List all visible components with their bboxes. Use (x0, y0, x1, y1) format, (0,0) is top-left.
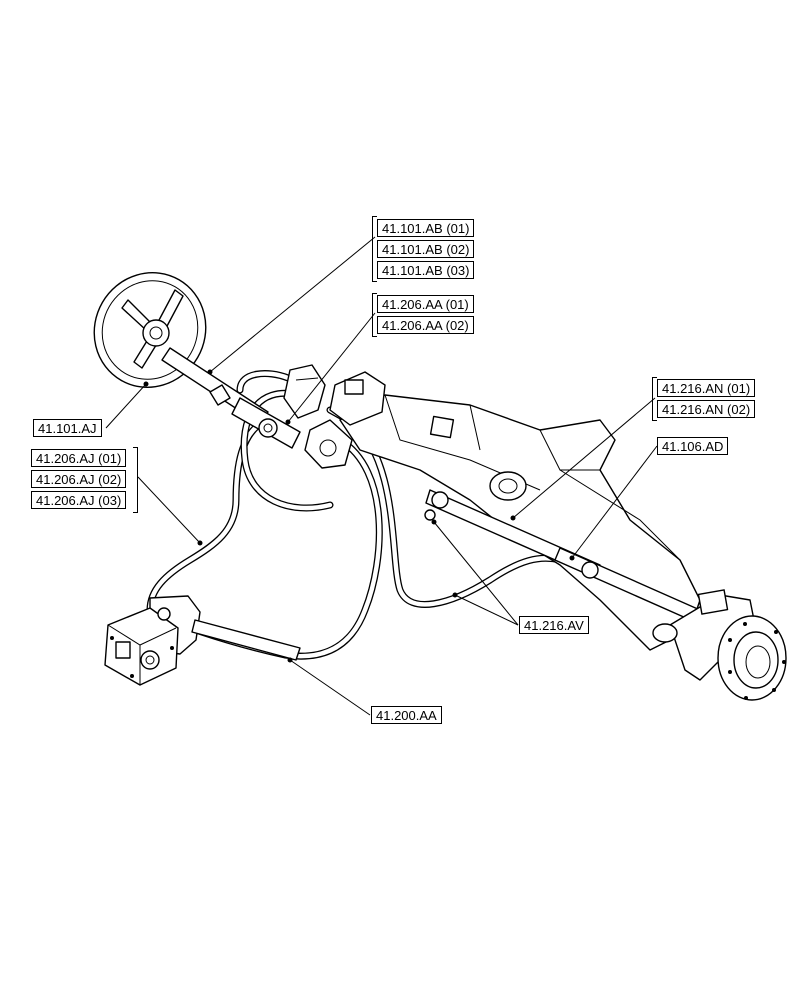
callout-41-101-ab-02[interactable]: 41.101.AB (02) (377, 240, 475, 258)
hose-aa (186, 436, 383, 660)
callout-41-106-ad[interactable]: 41.106.AD (657, 437, 729, 455)
bracket-41-206-aj (133, 447, 138, 513)
control-valve (283, 364, 386, 469)
bracket-41-216-an (652, 377, 657, 421)
bracket-41-206-aa (372, 293, 377, 337)
wheel-hub (652, 589, 787, 701)
callout-41-206-aj-03[interactable]: 41.206.AJ (03) (31, 491, 127, 509)
callout-41-200-aa[interactable]: 41.200.AA (371, 706, 442, 724)
callout-41-216-an-01[interactable]: 41.216.AN (01) (657, 379, 756, 397)
callout-41-101-ab-03[interactable]: 41.101.AB (03) (377, 261, 475, 279)
callout-41-206-aj-01[interactable]: 41.206.AJ (01) (31, 449, 127, 467)
steering-cylinder (424, 489, 701, 623)
callout-41-101-ab-01[interactable]: 41.101.AB (01) (377, 219, 475, 237)
callout-41-206-aa-01[interactable]: 41.206.AA (01) (377, 295, 474, 313)
bracket-41-101-ab (372, 216, 377, 282)
hose-aj (146, 416, 272, 614)
callout-41-216-av[interactable]: 41.216.AV (519, 616, 589, 634)
leader-lines (105, 236, 658, 716)
steering-column (161, 347, 301, 449)
hydraulic-pump (104, 595, 301, 686)
callout-41-101-aj[interactable]: 41.101.AJ (33, 419, 102, 437)
callout-41-206-aa-02[interactable]: 41.206.AA (02) (377, 316, 474, 334)
callout-41-206-aj-02[interactable]: 41.206.AJ (02) (31, 470, 127, 488)
callout-41-216-an-02[interactable]: 41.216.AN (02) (657, 400, 756, 418)
